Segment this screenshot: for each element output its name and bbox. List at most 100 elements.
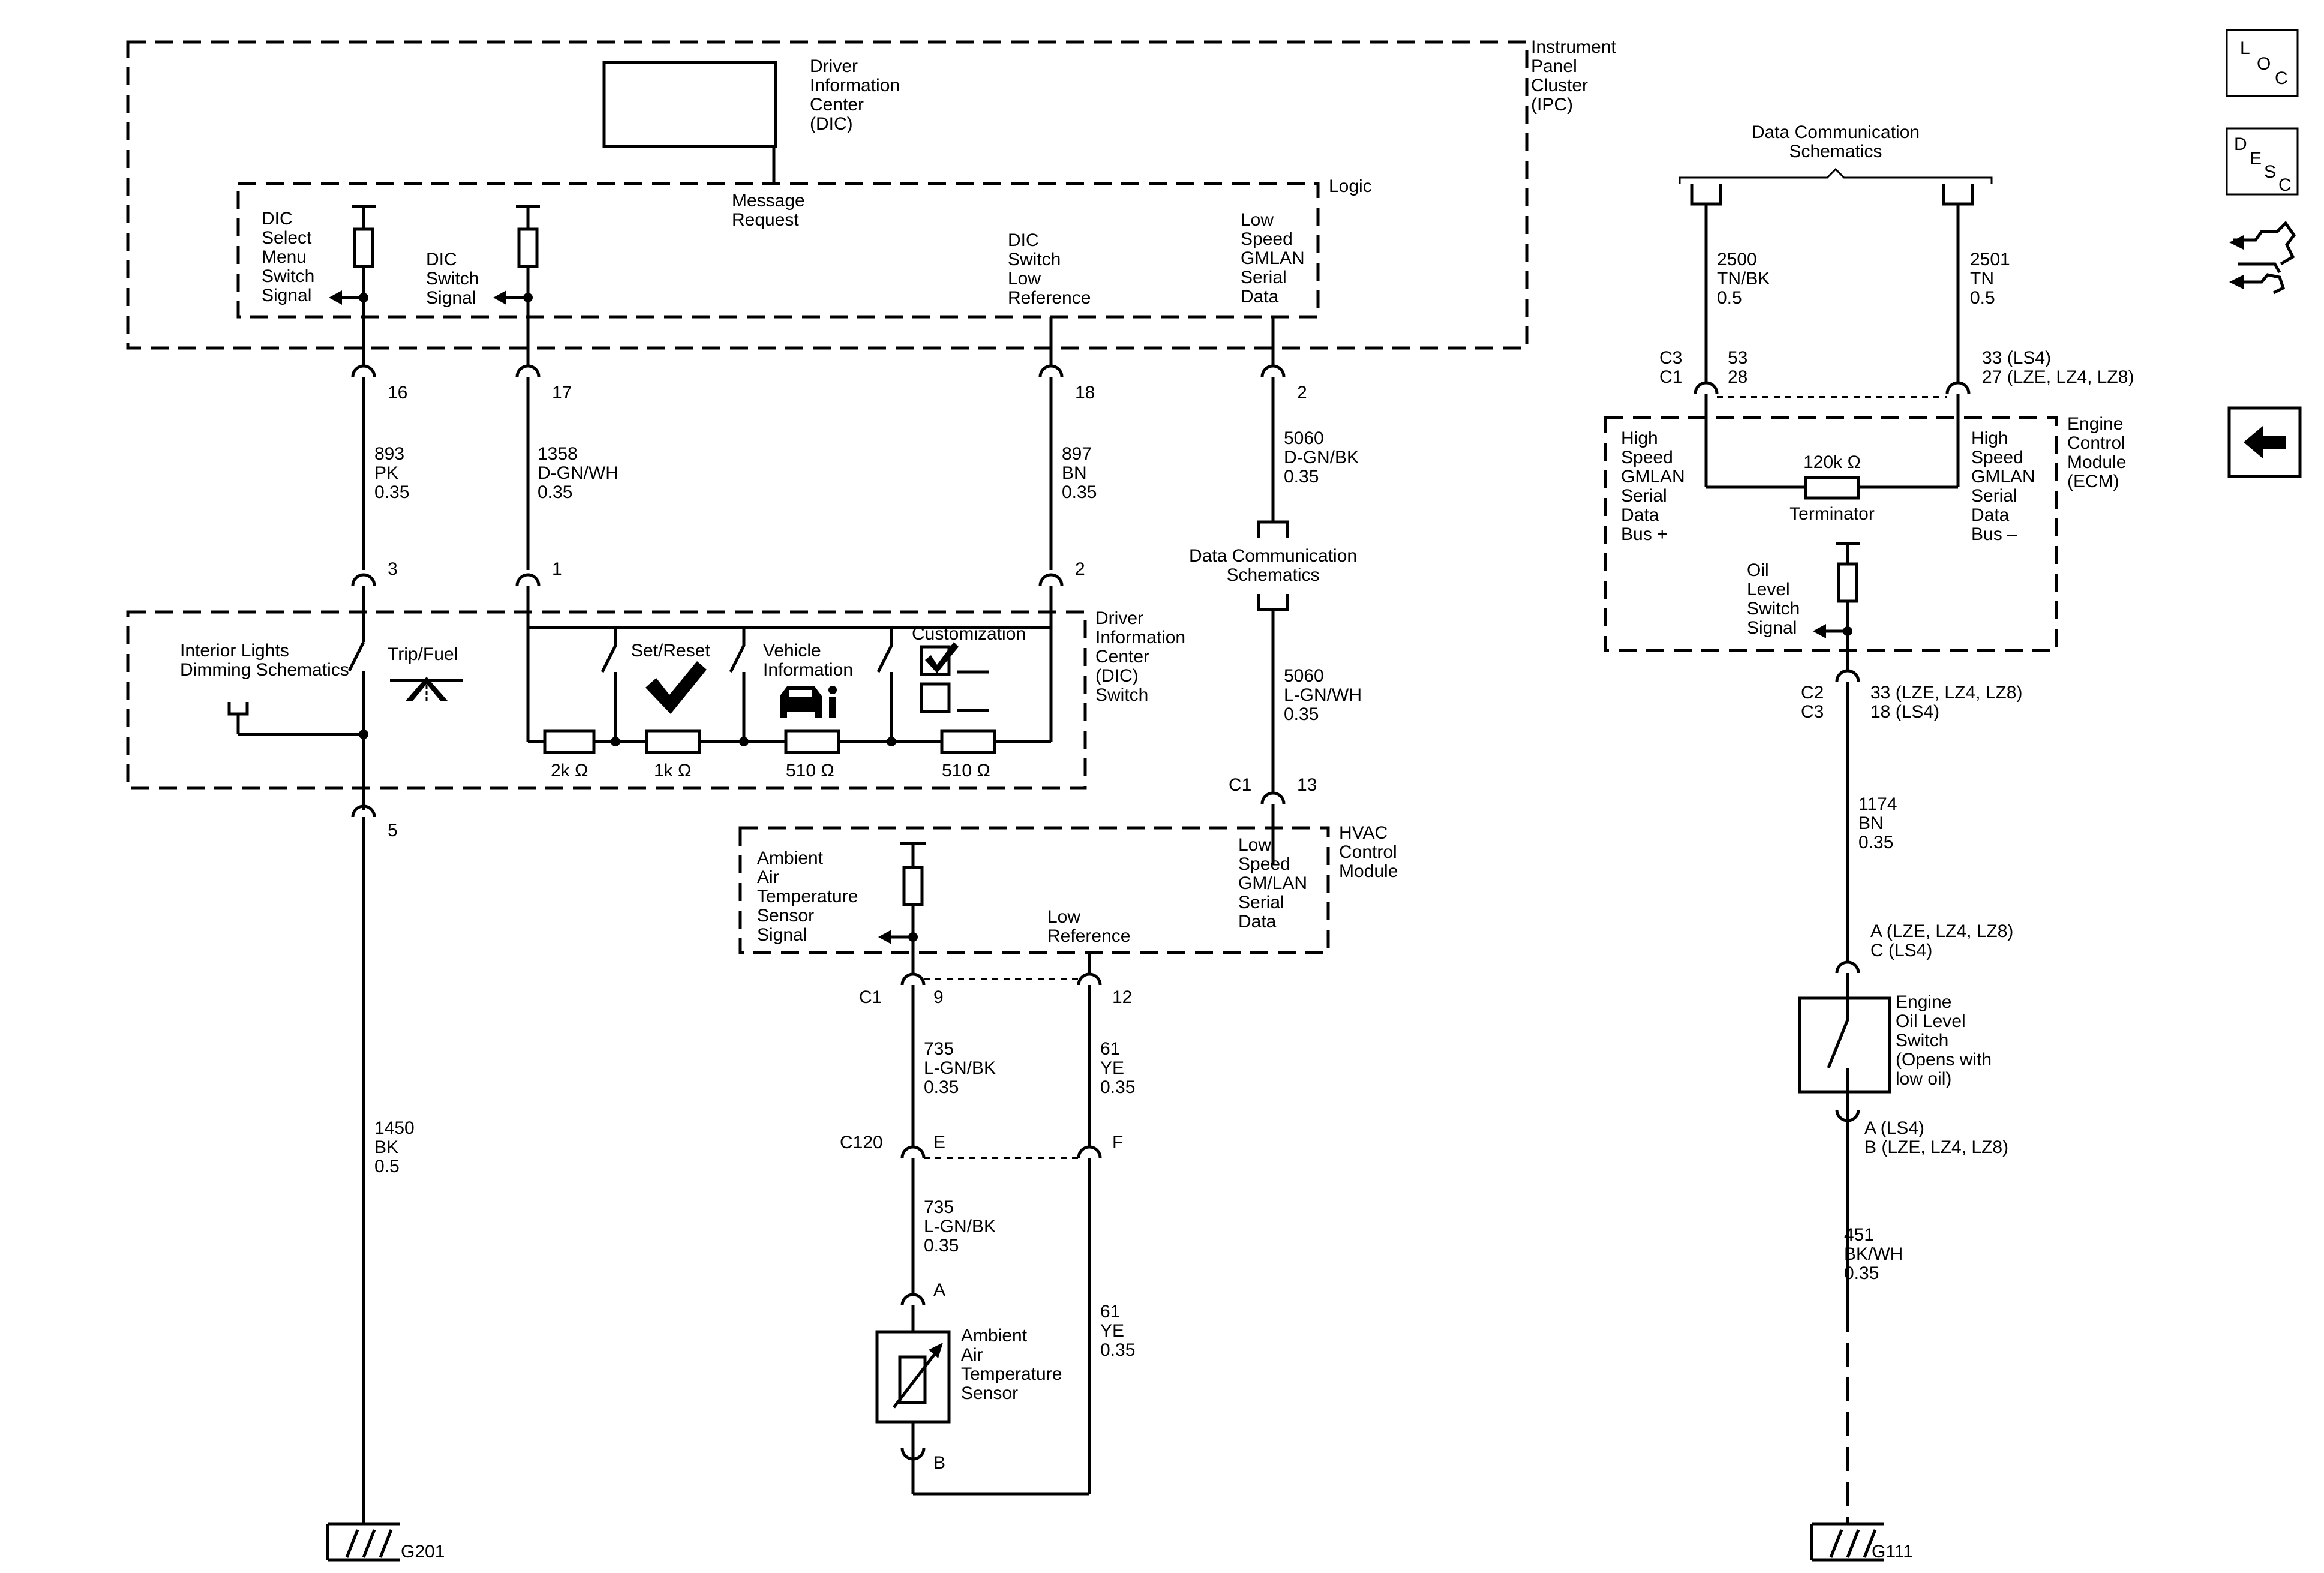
label-line: (DIC): [1095, 666, 1139, 686]
label-line: 2500: [1717, 250, 1757, 269]
label-line: Module: [2067, 452, 2126, 472]
label-line: Air: [961, 1345, 983, 1365]
svg-text:E: E: [2250, 149, 2262, 169]
label-line: Serial: [1238, 893, 1284, 912]
label-line: Low: [1241, 210, 1274, 230]
label-line: GMLAN: [1971, 467, 2035, 487]
label-line: GM/LAN: [1238, 873, 1307, 893]
label-line: Signal: [426, 288, 476, 308]
label-line: B (LZE, LZ4, LZ8): [1864, 1137, 2008, 1157]
label-line: Reference: [1047, 926, 1130, 946]
ecm-pins-right: 33 (LS4)27 (LZE, LZ4, LZ8): [1982, 348, 2134, 387]
label-line: Schematics: [1789, 142, 1882, 161]
label-line: Control: [1339, 842, 1397, 862]
label-line: Low: [1047, 907, 1080, 927]
label-line: 33 (LS4): [1982, 348, 2051, 368]
label-line: PK: [374, 463, 398, 483]
label-line: 735: [924, 1197, 954, 1217]
label-line: Control: [2067, 433, 2125, 453]
label-line: Switch: [1008, 250, 1061, 269]
label-line: 27 (LZE, LZ4, LZ8): [1982, 367, 2134, 387]
dic-switch-pullup: [493, 205, 540, 348]
label-line: D-GN/BK: [1284, 448, 1359, 467]
dic-select-pullup: [329, 205, 376, 348]
label-line: Panel: [1531, 56, 1577, 76]
label-line: 53: [1728, 348, 1747, 368]
label-line: 0.35: [924, 1077, 959, 1097]
label-line: Switch: [1747, 599, 1800, 619]
label-line: Driver: [1095, 608, 1143, 628]
switch-top-pins: A (LZE, LZ4, LZ8)C (LS4): [1870, 921, 2013, 960]
label-line: BK/WH: [1844, 1244, 1903, 1264]
label-line: 0.35: [1284, 467, 1319, 487]
label-line: Schematics: [1226, 565, 1319, 585]
label-line: Serial: [1241, 268, 1287, 287]
pin-5: 5: [388, 821, 398, 840]
label-line: 0.5: [374, 1157, 400, 1176]
label-line: (DIC): [810, 114, 853, 134]
pin-2: 2: [1297, 383, 1307, 403]
hvac-c1-pins: C1 9 12: [859, 972, 1132, 1148]
logic-box: [236, 182, 1320, 319]
label-line: Menu: [262, 247, 307, 267]
label-line: Speed: [1241, 229, 1293, 249]
label-line: (ECM): [2067, 472, 2119, 491]
label-line: C3: [1801, 702, 1824, 722]
loc-button[interactable]: L O C: [2226, 29, 2299, 97]
label-line: Air: [757, 867, 779, 887]
back-arrow-icon[interactable]: [2227, 406, 2302, 478]
label-line: 1450: [374, 1118, 415, 1138]
label-line: 0.35: [374, 482, 409, 502]
dic-display-box: [602, 61, 777, 148]
ecm-c2c3-pins: 33 (LZE, LZ4, LZ8)18 (LS4): [1870, 683, 2022, 722]
label-line: Bus +: [1621, 524, 1668, 544]
label-line: 0.35: [924, 1236, 959, 1256]
customization-label: Customization: [912, 624, 1026, 644]
pin-16: 16: [388, 383, 407, 403]
pin-18: 18: [1075, 383, 1095, 403]
switch-bottom-pins: A (LS4)B (LZE, LZ4, LZ8): [1864, 1118, 2008, 1157]
resistor-510a-label: 510 Ω: [786, 761, 834, 781]
label-line: 61: [1100, 1302, 1120, 1322]
label-line: Temperature: [961, 1364, 1062, 1384]
label-line: Data Communication: [1752, 122, 1920, 142]
pin-F: F: [1112, 1133, 1123, 1152]
label-line: Reference: [1008, 288, 1091, 308]
label-line: Sensor: [961, 1383, 1018, 1403]
desc-button[interactable]: D E S C: [2226, 127, 2299, 196]
label-line: 5060: [1284, 428, 1324, 448]
terminator-label: Terminator: [1789, 504, 1875, 524]
label-line: YE: [1100, 1321, 1124, 1341]
label-line: BN: [1062, 463, 1087, 483]
label-line: Message: [732, 191, 805, 211]
label-line: 0.5: [1970, 288, 1995, 308]
set-reset-label: Set/Reset: [631, 641, 710, 661]
label-line: (Opens with: [1896, 1050, 1992, 1070]
connector-end-view-icon[interactable]: [2229, 221, 2296, 295]
label-line: (IPC): [1531, 95, 1573, 115]
resistor-510b-label: 510 Ω: [942, 761, 990, 781]
label-line: 33 (LZE, LZ4, LZ8): [1870, 683, 2022, 703]
